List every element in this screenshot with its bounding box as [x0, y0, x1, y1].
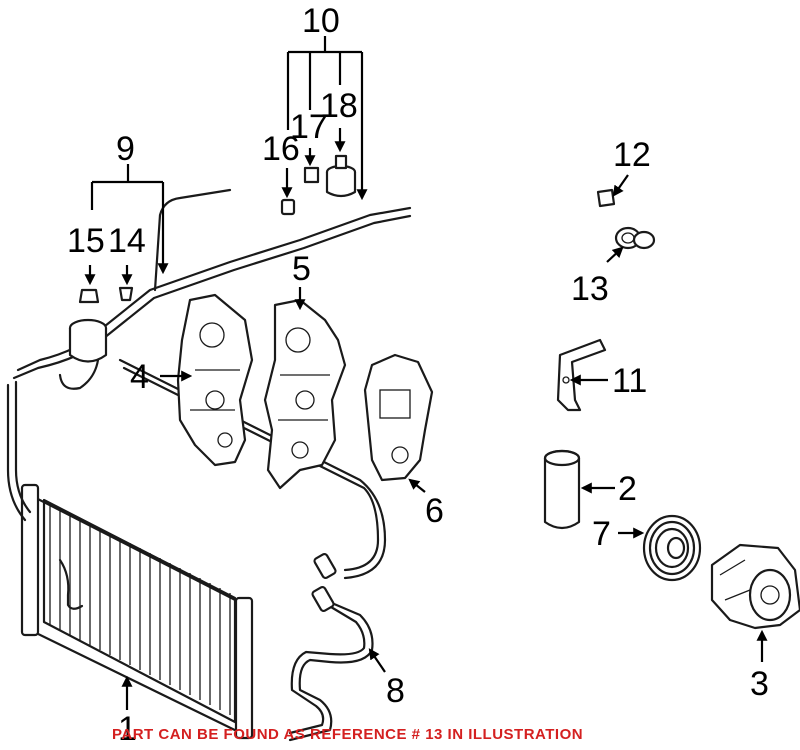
valve-14[interactable] — [118, 286, 134, 302]
line-drier[interactable] — [58, 318, 108, 390]
callout-14: 14 — [108, 222, 146, 260]
callout-4: 4 — [130, 358, 149, 396]
callout-18: 18 — [320, 87, 358, 125]
callout-17: 17 — [290, 108, 328, 146]
clutch-pulley-7[interactable] — [642, 514, 702, 582]
mounting-bracket-4[interactable] — [176, 293, 254, 467]
callout-9: 9 — [116, 130, 135, 168]
receiver-drier-2[interactable] — [543, 449, 581, 530]
sensor-18[interactable] — [325, 154, 357, 198]
callout-6: 6 — [425, 492, 444, 530]
callout-11: 11 — [612, 362, 647, 400]
cap-12[interactable] — [596, 188, 616, 208]
callout-3: 3 — [750, 665, 769, 703]
callout-7: 7 — [592, 515, 611, 553]
mounting-bracket-5[interactable] — [263, 298, 347, 490]
callout-labels: 1 2 3 4 5 6 7 8 9 10 11 12 13 14 15 16 1… — [67, 2, 769, 748]
callout-8: 8 — [386, 672, 405, 710]
reference-notice: PART CAN BE FOUND AS REFERENCE # 13 IN I… — [112, 726, 583, 743]
callout-15: 15 — [67, 222, 105, 260]
callout-12: 12 — [613, 136, 651, 174]
callout-10: 10 — [302, 2, 340, 40]
switch-13[interactable] — [614, 226, 656, 250]
callout-2: 2 — [618, 470, 637, 508]
bracket-11[interactable] — [556, 338, 607, 412]
compressor-3[interactable] — [710, 543, 800, 630]
cap-17[interactable] — [303, 166, 320, 184]
leader-lines — [84, 36, 768, 710]
callout-5: 5 — [292, 250, 311, 288]
condenser-part[interactable] — [20, 483, 254, 740]
cap-15[interactable] — [78, 288, 100, 304]
callout-16: 16 — [262, 130, 300, 168]
switch-16[interactable] — [280, 198, 296, 216]
callout-13: 13 — [571, 270, 609, 308]
callout-1: 1 — [118, 710, 137, 748]
mounting-bracket-6[interactable] — [363, 353, 434, 482]
